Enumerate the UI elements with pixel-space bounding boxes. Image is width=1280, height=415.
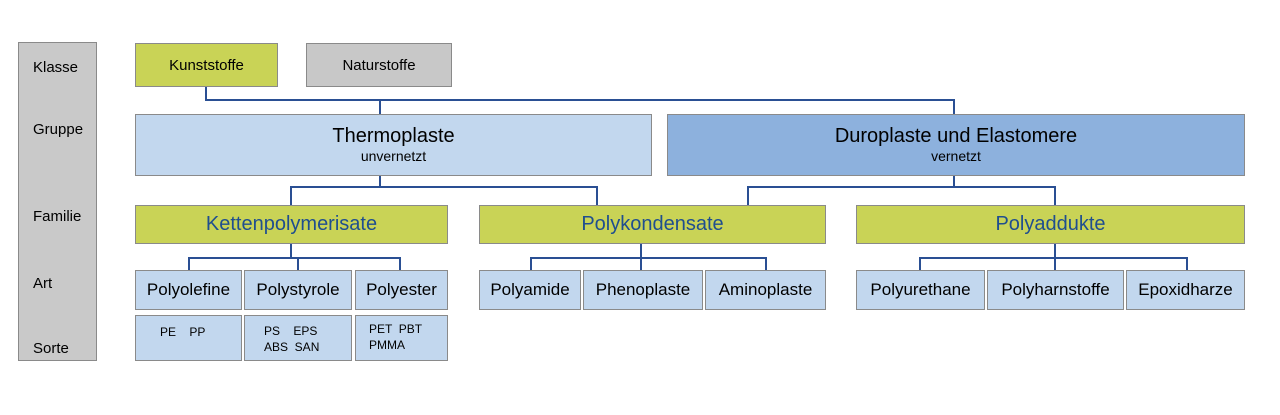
sorte-polystyrole-line-2: ABS SAN xyxy=(264,340,320,354)
familie-polyaddukte: Polyaddukte xyxy=(856,205,1245,244)
gruppe-thermoplaste: Thermoplaste unvernetzt xyxy=(135,114,652,176)
familie-polykondensate-label: Polykondensate xyxy=(581,213,724,235)
art-polyester: Polyester xyxy=(355,270,448,310)
art-polyamide-label: Polyamide xyxy=(490,280,570,299)
sorte-polyolefine-label: PE PP xyxy=(160,325,206,339)
art-polyurethane: Polyurethane xyxy=(856,270,985,310)
level-label-art: Art xyxy=(33,275,53,292)
art-phenoplaste: Phenoplaste xyxy=(583,270,703,310)
gruppe-duroplaste: Duroplaste und Elastomere vernetzt xyxy=(667,114,1245,176)
gruppe-thermoplaste-title: Thermoplaste xyxy=(332,125,455,147)
level-label-gruppe: Gruppe xyxy=(33,121,84,138)
level-label-klasse: Klasse xyxy=(33,59,79,76)
art-polystyrole-label: Polystyrole xyxy=(256,280,340,299)
familie-kettenpolymerisate: Kettenpolymerisate xyxy=(135,205,448,244)
gruppe-duroplaste-title: Duroplaste und Elastomere xyxy=(834,125,1078,147)
art-polyolefine-label: Polyolefine xyxy=(146,280,231,299)
art-aminoplaste-label: Aminoplaste xyxy=(718,280,813,299)
familie-polyaddukte-label: Polyaddukte xyxy=(995,213,1106,235)
sorte-polyester-line-2: PMMA xyxy=(369,338,405,352)
art-polyurethane-label: Polyurethane xyxy=(870,280,971,299)
art-polyester-label: Polyester xyxy=(366,280,437,299)
level-label-sorte: Sorte xyxy=(33,340,69,357)
familie-polykondensate: Polykondensate xyxy=(479,205,826,244)
sorte-polystyrole: PS EPS ABS SAN xyxy=(244,315,352,361)
sorte-polystyrole-line-1: PS EPS xyxy=(264,324,318,338)
sorte-polyolefine: PE PP xyxy=(135,315,242,361)
level-label-familie: Familie xyxy=(33,208,82,225)
klasse-kunststoffe: Kunststoffe xyxy=(135,43,278,87)
klasse-naturstoffe-label: Naturstoffe xyxy=(342,56,416,74)
klasse-naturstoffe: Naturstoffe xyxy=(306,43,452,87)
art-polyamide: Polyamide xyxy=(479,270,581,310)
art-polystyrole: Polystyrole xyxy=(244,270,352,310)
gruppe-duroplaste-sub: vernetzt xyxy=(931,148,981,164)
art-polyolefine: Polyolefine xyxy=(135,270,242,310)
art-polyharnstoffe: Polyharnstoffe xyxy=(987,270,1124,310)
sorte-polyester: PET PBT PMMA xyxy=(355,315,448,361)
art-aminoplaste: Aminoplaste xyxy=(705,270,826,310)
art-epoxidharze-label: Epoxidharze xyxy=(1138,280,1233,299)
gruppe-thermoplaste-sub: unvernetzt xyxy=(360,148,427,164)
familie-kettenpolymerisate-label: Kettenpolymerisate xyxy=(205,213,378,235)
art-polyharnstoffe-label: Polyharnstoffe xyxy=(1001,280,1110,299)
level-sidebar: Klasse Gruppe Familie Art Sorte xyxy=(18,42,97,361)
sorte-polyester-line-1: PET PBT xyxy=(369,322,423,336)
klasse-kunststoffe-label: Kunststoffe xyxy=(169,56,244,74)
art-epoxidharze: Epoxidharze xyxy=(1126,270,1245,310)
art-phenoplaste-label: Phenoplaste xyxy=(595,280,691,299)
